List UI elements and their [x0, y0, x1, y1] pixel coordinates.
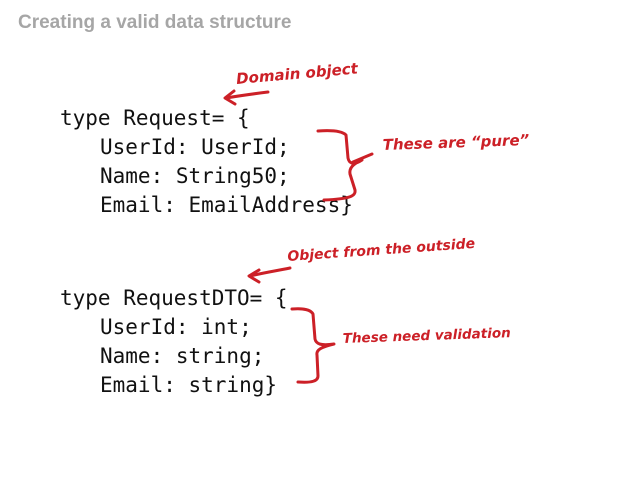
- arrow-outside: [248, 266, 292, 278]
- code-line: UserId: int;: [100, 315, 252, 339]
- code-block-request: type Request= { UserId: UserId; Name: Stri…: [60, 104, 353, 220]
- arrow-domain-object: [224, 90, 270, 100]
- code-line: UserId: UserId;: [100, 135, 290, 159]
- bracket-pure-tick: [351, 152, 374, 164]
- arrowhead-domain-object: [223, 89, 237, 106]
- bracket-validation: [290, 307, 336, 384]
- arrowhead-outside: [247, 268, 261, 284]
- slide-title: Creating a valid data structure: [18, 12, 292, 33]
- code-line: type Request= {: [60, 106, 250, 130]
- code-line: Email: EmailAddress}: [100, 193, 353, 217]
- code-line: type RequestDTO= {: [60, 286, 288, 310]
- annotation-domain-object: Domain object: [235, 59, 359, 88]
- code-line: Name: String50;: [100, 164, 290, 188]
- code-line: Email: string}: [100, 373, 278, 397]
- annotation-pure: These are “pure”: [382, 130, 530, 154]
- code-block-request-dto: type RequestDTO= { UserId: int; Name: stri…: [60, 284, 288, 400]
- annotation-outside: Object from the outside: [286, 235, 476, 265]
- annotation-validation: These need validation: [342, 325, 511, 347]
- code-line: Name: string;: [100, 344, 265, 368]
